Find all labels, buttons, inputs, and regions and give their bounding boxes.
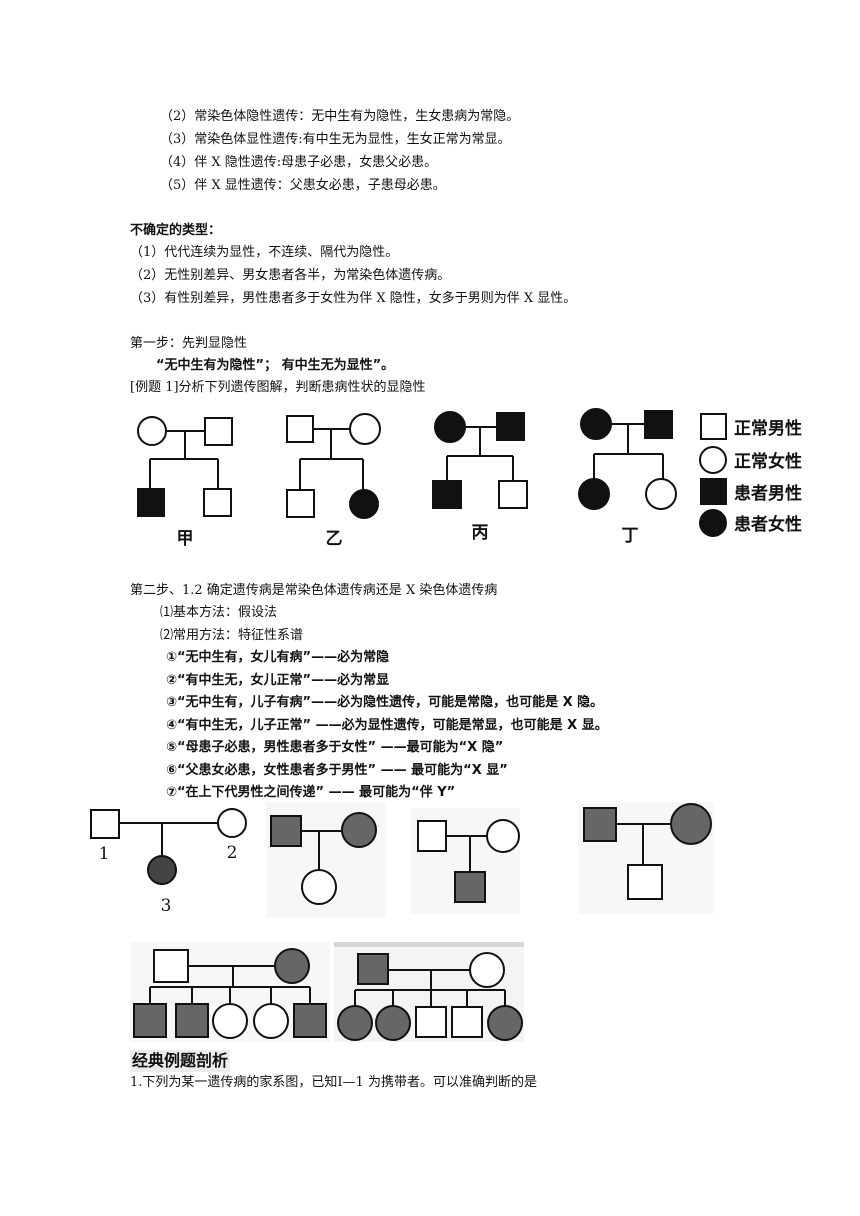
step1-motto: “无中生有为隐性”； 有中生无为显性”。 xyxy=(156,358,395,373)
pedigree-figure-1: 甲 乙 丙 丁 正常男性 正常女性 患者男性 患者女性 xyxy=(137,408,802,549)
uncertain-item-1: （1）代代连续为显性，不连续、隔代为隐性。 xyxy=(130,245,399,260)
rule-4: （4）伴 X 隐性遗传:母患子必患，女患父必患。 xyxy=(160,155,438,170)
step2-method-1: ⑴基本方法：假设法 xyxy=(160,605,278,620)
pedigree-label-ding: 丁 xyxy=(622,526,639,546)
uncertain-item-2: （2）无性别差异、男女患者各半，为常染色体遗传病。 xyxy=(130,268,451,283)
pedigree-number-2: 2 xyxy=(227,843,238,863)
step2-point-2: ②“有中生无，女儿正常”——必为常显 xyxy=(166,673,390,688)
legend-affected-male: 患者男性 xyxy=(734,483,802,504)
classic-question-1: 1.下列为某一遗传病的家系图，已知Ⅰ—1 为携带者。可以准确判断的是 xyxy=(130,1075,537,1090)
pedigree-label-bing: 丙 xyxy=(472,523,489,543)
legend-normal-female: 正常女性 xyxy=(734,451,802,472)
rule-3: （3）常染色体显性遗传:有中生无为显性，生女正常为常显。 xyxy=(160,132,511,147)
step2-point-5: ⑤“母患子必患，男性患者多于女性” ——最可能为“X 隐” xyxy=(166,740,504,755)
pedigree-label-yi: 乙 xyxy=(326,529,343,549)
step2-point-4: ④“有中生无，儿子正常” ——必为显性遗传，可能是常显，也可能是 X 显。 xyxy=(166,718,608,733)
pedigree-label-jia: 甲 xyxy=(177,529,194,549)
step2-title: 第二步、1.2 确定遗传病是常染色体遗传病还是 X 染色体遗传病 xyxy=(130,583,498,598)
rule-5: （5）伴 X 显性遗传：父患女必患，子患母必患。 xyxy=(160,178,446,193)
legend-affected-female: 患者女性 xyxy=(734,514,802,535)
step2-point-6: ⑥“父患女必患，女性患者多于男性” —— 最可能为“X 显” xyxy=(166,763,508,778)
pedigree-figure-2: 1 2 3 xyxy=(90,802,714,1042)
legend-normal-male: 正常男性 xyxy=(734,418,802,439)
step2-method-2: ⑵常用方法：特征性系谱 xyxy=(160,628,304,643)
step2-point-1: ①“无中生有，女儿有病”——必为常隐 xyxy=(166,650,390,665)
step1-title: 第一步：先判显隐性 xyxy=(130,336,248,351)
step2-point-7: ⑦“在上下代男性之间传递” —— 最可能为“伴 Y” xyxy=(166,785,456,800)
pedigree-number-3: 3 xyxy=(161,896,172,916)
step2-point-3: ③“无中生有，儿子有病”——必为隐性遗传，可能是常隐，也可能是 X 隐。 xyxy=(166,695,604,710)
classic-section-title: 经典例题剖析 xyxy=(130,1050,231,1072)
rule-2: （2）常染色体隐性遗传：无中生有为隐性，生女患病为常隐。 xyxy=(160,109,520,124)
example-1-prompt: [例题 1]分析下列遗传图解，判断患病性状的显隐性 xyxy=(130,380,426,395)
uncertain-title: 不确定的类型： xyxy=(130,223,222,238)
pedigree-number-1: 1 xyxy=(99,844,110,864)
uncertain-item-3: （3）有性别差异，男性患者多于女性为伴 X 隐性，女多于男则为伴 X 显性。 xyxy=(130,291,577,306)
